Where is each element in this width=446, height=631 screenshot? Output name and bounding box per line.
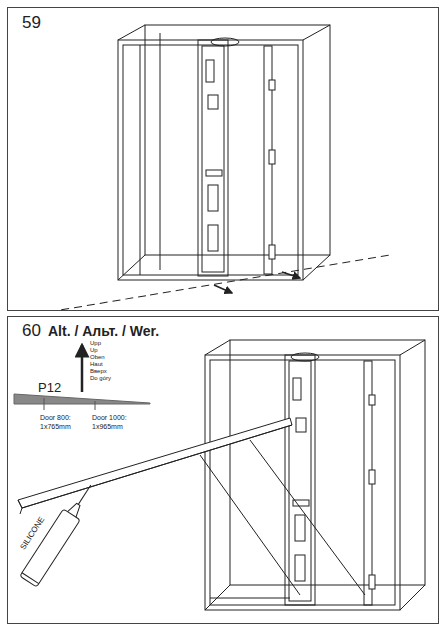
dimension-note: Door 800: [40, 414, 71, 421]
shower-frame-59 [61, 25, 390, 310]
direction-word: Oben [90, 354, 105, 360]
part-number: P12 [38, 381, 61, 394]
direction-word: Вверх [90, 368, 107, 374]
dimension-note: Door 1000: [92, 414, 127, 421]
step-number: 59 [22, 14, 41, 31]
shower-frame-60 [200, 340, 425, 610]
dimension-note: 1x765mm [40, 423, 71, 430]
p12-wedge-inset [14, 345, 150, 410]
direction-word: Do góry [90, 375, 111, 381]
dimension-note: 1x965mm [92, 423, 123, 430]
direction-word: Haut [90, 361, 103, 367]
threshold-profile [18, 418, 292, 514]
alt-heading: Alt. / Альт. / Wer. [48, 324, 159, 338]
direction-word: Up [90, 347, 98, 353]
step-number: 60 [22, 322, 41, 339]
direction-word: Upp [90, 340, 101, 346]
